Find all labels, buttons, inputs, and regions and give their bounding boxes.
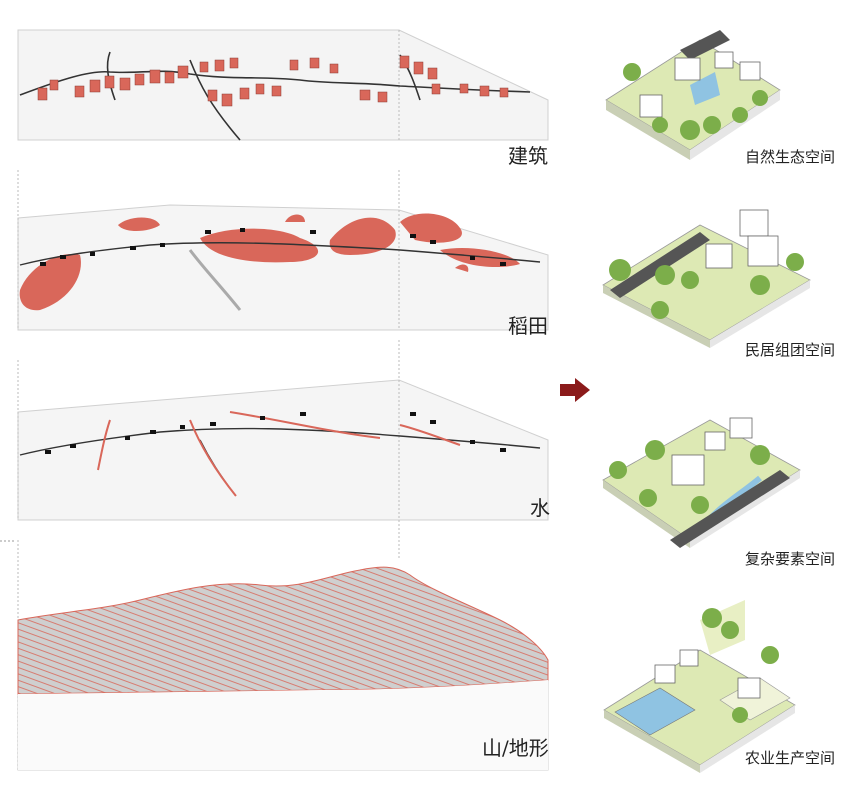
layer-label-buildings: 建筑 xyxy=(508,144,548,168)
building-dots-water xyxy=(45,412,506,454)
terrain-layer xyxy=(17,520,549,771)
space-tile-complex xyxy=(602,417,801,548)
paddy-fields xyxy=(19,213,520,311)
paddy-layer xyxy=(17,170,549,331)
space-label-complex: 复杂要素空间 xyxy=(745,550,835,568)
space-label-agricultural: 农业生产空间 xyxy=(745,749,835,767)
waterways xyxy=(97,411,461,497)
space-tile-natural xyxy=(605,30,781,160)
building-blocks xyxy=(37,55,509,107)
space-label-natural: 自然生态空间 xyxy=(745,148,835,166)
space-tile-agricultural xyxy=(603,600,796,773)
water-layer xyxy=(17,340,549,521)
arrow-right-icon xyxy=(560,378,590,402)
layer-label-terrain: 山/地形 xyxy=(482,736,549,760)
layer-label-water: 水 xyxy=(530,496,550,520)
buildings-layer xyxy=(17,29,549,141)
space-label-residential: 民居组团空间 xyxy=(745,341,835,359)
road-network xyxy=(19,51,531,141)
space-tile-residential xyxy=(602,209,811,348)
road-network-paddy xyxy=(19,242,541,311)
building-dots-paddy xyxy=(40,228,506,266)
layer-label-paddy: 稻田 xyxy=(508,314,548,338)
